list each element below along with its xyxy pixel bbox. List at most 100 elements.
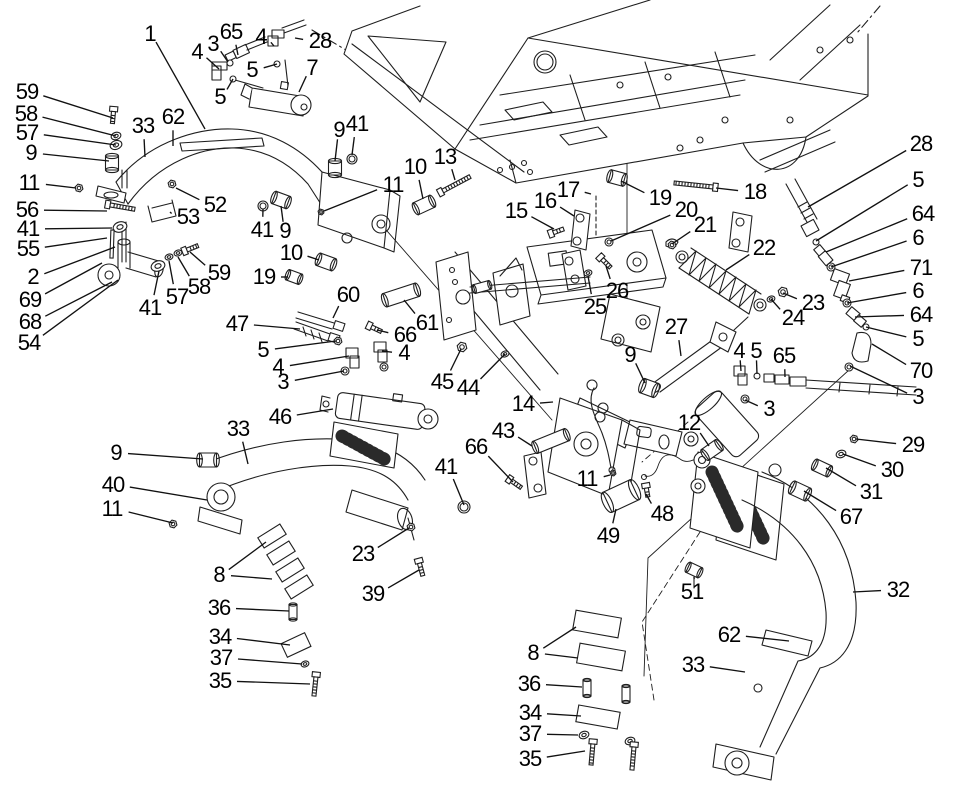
part-callout-9-77: 9	[624, 342, 636, 367]
part-callout-10-42: 10	[403, 154, 428, 179]
hardware-layer	[75, 60, 869, 770]
part-callout-65-84: 65	[772, 343, 797, 368]
part-callout-8-104: 8	[527, 640, 539, 665]
part-callout-64-59: 64	[909, 302, 934, 327]
part-callout-34-106: 34	[518, 700, 543, 725]
part-callout-13-43: 13	[433, 144, 458, 169]
part-callout-41-76: 41	[434, 454, 459, 479]
hw-cyl-20	[411, 194, 438, 216]
chassis-frame	[344, 0, 868, 252]
hw-nut-19	[318, 209, 324, 215]
part-callout-52-23: 52	[203, 192, 228, 217]
part-callout-58-27: 58	[187, 274, 212, 299]
part-callout-57-26: 57	[165, 284, 190, 309]
hw-oring-25	[605, 238, 613, 246]
hw-washer-8	[150, 259, 166, 273]
part-callout-11-78: 11	[576, 466, 599, 491]
part-callout-68-10: 68	[18, 309, 43, 334]
part-callout-45-71: 45	[430, 369, 455, 394]
hw-bolt-75	[587, 739, 597, 766]
lower-left-arm	[198, 422, 425, 540]
part-callout-41-40: 41	[345, 111, 370, 136]
part-callout-64-55: 64	[911, 201, 936, 226]
hw-cyl-17	[329, 158, 342, 177]
hw-cyl-54	[787, 480, 813, 502]
hw-bolt-22	[674, 179, 719, 192]
part-callout-48-80: 48	[650, 501, 675, 526]
hw-washer-73	[578, 730, 590, 740]
part-callout-34-91: 34	[208, 624, 233, 649]
part-callout-60-67: 60	[336, 282, 361, 307]
part-callout-17-46: 17	[556, 177, 581, 202]
part-callout-20-49: 20	[674, 197, 699, 222]
part-callout-3-32: 3	[277, 369, 289, 394]
part-callout-11-88: 11	[101, 496, 124, 521]
hw-oring-18	[347, 154, 357, 164]
part-callout-53-24: 53	[176, 204, 201, 229]
hw-bolt-76	[628, 742, 638, 771]
rod-27	[648, 317, 748, 395]
hw-nut-58	[407, 523, 415, 531]
cylinder-46	[320, 386, 438, 430]
part-callout-36-90: 36	[207, 595, 232, 620]
part-callout-24-65: 24	[781, 305, 806, 330]
part-callout-44-72: 44	[456, 375, 481, 400]
part-callout-35-108: 35	[518, 746, 543, 771]
part-callout-66-69: 66	[393, 322, 418, 347]
hw-rect-62	[276, 558, 304, 582]
part-callout-69-9: 69	[18, 287, 43, 312]
part-callout-49-79: 49	[596, 523, 621, 548]
upper-left-arm	[96, 129, 400, 252]
part-callout-65-15: 65	[219, 19, 244, 44]
part-callout-28-17: 28	[308, 28, 333, 53]
part-callout-32-100: 32	[886, 577, 911, 602]
part-callout-23-94: 23	[351, 541, 376, 566]
part-callout-12-81: 12	[677, 410, 702, 435]
part-callout-55-7: 55	[16, 236, 41, 261]
part-callout-31-98: 31	[859, 479, 884, 504]
hw-nut-28	[778, 287, 788, 297]
part-callout-40-87: 40	[101, 472, 126, 497]
hw-rect-72	[576, 705, 620, 729]
part-callout-54-11: 54	[17, 330, 42, 355]
part-callout-15-44: 15	[504, 198, 529, 223]
part-callout-19-47: 19	[648, 185, 673, 210]
part-callout-29-96: 29	[901, 432, 926, 457]
part-callout-5-60: 5	[912, 326, 924, 351]
part-callout-3-62: 3	[912, 384, 924, 409]
hw-bolt-5	[105, 200, 136, 213]
part-callout-9-39: 9	[333, 117, 345, 142]
hw-oring-45	[458, 501, 470, 513]
part-callout-36-105: 36	[517, 671, 542, 696]
hw-cyl-79	[530, 428, 571, 455]
hw-nut-12	[168, 180, 176, 188]
hw-washer-6	[112, 220, 128, 234]
part-callout-4-13: 4	[191, 39, 203, 64]
hw-washer-66	[300, 660, 309, 668]
hw-cyl-16	[284, 269, 304, 285]
part-callout-41-6: 41	[16, 216, 41, 241]
cylinder-12-area	[642, 366, 917, 480]
part-callout-25-52: 25	[583, 294, 608, 319]
part-callout-41-25: 41	[138, 295, 163, 320]
hw-bolt-26	[596, 253, 614, 271]
hw-cyl-78	[684, 561, 704, 578]
part-callout-26-51: 26	[605, 278, 630, 303]
part-callout-9-3: 9	[25, 140, 37, 165]
part-callout-9-36: 9	[279, 218, 291, 243]
hw-cyl-3	[106, 153, 119, 172]
lift-crossmember	[527, 210, 666, 352]
hw-bolt-11	[181, 242, 200, 256]
hw-bolt-44	[365, 321, 383, 335]
part-callout-41-35: 41	[250, 217, 275, 242]
leader-lines	[43, 38, 908, 757]
part-callout-11-41: 11	[382, 172, 405, 197]
part-callout-28-53: 28	[909, 131, 934, 156]
part-callout-5-83: 5	[750, 338, 762, 363]
hw-nut-4	[75, 184, 83, 192]
hw-bolt-24	[547, 225, 565, 238]
hw-rect-65	[281, 633, 311, 658]
part-callout-22-63: 22	[752, 235, 777, 260]
part-callout-6-56: 6	[912, 225, 924, 250]
link-43	[524, 452, 546, 498]
